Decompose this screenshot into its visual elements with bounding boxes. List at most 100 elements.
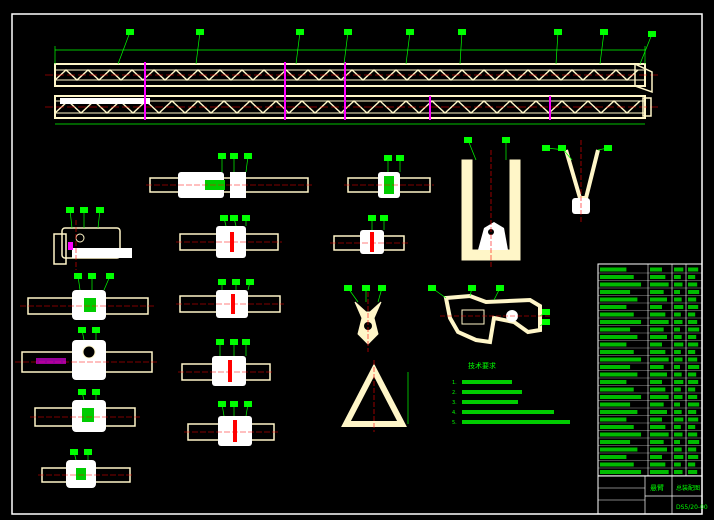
bom-cell xyxy=(674,282,683,287)
truss-part-balloons xyxy=(117,29,656,65)
bom-cell xyxy=(650,282,669,287)
bom-cell xyxy=(674,395,683,399)
bom-cell xyxy=(674,425,681,429)
bom-cell xyxy=(674,320,683,324)
bom-cell xyxy=(688,282,698,287)
drawing-number: DS5/20-00 xyxy=(676,504,708,511)
part-balloon-icon xyxy=(70,449,78,461)
bom-cell xyxy=(688,305,699,309)
bracket-view xyxy=(354,292,382,352)
part-balloon-icon xyxy=(502,137,510,160)
bom-cell xyxy=(600,410,638,414)
bom-cell xyxy=(600,342,627,347)
bom-cell xyxy=(674,387,681,392)
bom-cell xyxy=(650,440,664,444)
bom-cell xyxy=(674,357,683,362)
bom-cell xyxy=(650,342,662,347)
bom-cell xyxy=(650,365,664,369)
bom-cell xyxy=(650,402,664,407)
bom-cell xyxy=(688,387,696,392)
part-balloon-icon xyxy=(195,29,204,65)
bom-cell xyxy=(688,342,699,347)
note-text-line xyxy=(462,380,512,384)
part-balloon-icon xyxy=(218,401,226,417)
bom-cell xyxy=(674,462,681,467)
part-balloon-icon xyxy=(246,279,254,291)
detail-view-d xyxy=(30,400,140,432)
bom-cell xyxy=(600,440,631,444)
part-balloon-icon xyxy=(117,29,134,65)
bom-cell xyxy=(600,267,627,272)
bom-cell xyxy=(600,335,638,339)
triangle-frame-view xyxy=(341,360,409,432)
bill-of-materials xyxy=(597,263,703,477)
bom-cell xyxy=(674,432,683,437)
bom-cell xyxy=(674,327,680,332)
note-text-line xyxy=(462,410,554,414)
detail-view-h xyxy=(176,290,284,318)
bom-cell xyxy=(674,290,680,294)
note-number: 4. xyxy=(452,410,457,416)
bom-cell xyxy=(688,447,697,452)
part-balloon-icon xyxy=(362,285,370,302)
bom-cell xyxy=(600,470,642,474)
part-balloon-icon xyxy=(295,29,304,65)
note-number: 2. xyxy=(452,390,457,396)
part-balloon-icon xyxy=(230,401,238,416)
bom-cell xyxy=(674,470,683,474)
bom-cell xyxy=(688,395,698,399)
bom-cell xyxy=(650,267,662,272)
detail-view-a xyxy=(53,220,132,270)
note-number: 1. xyxy=(452,380,457,386)
detail-part-balloons xyxy=(66,137,612,461)
part-balloon-icon xyxy=(493,285,504,301)
bom-cell xyxy=(650,455,662,459)
bom-cell xyxy=(600,395,642,399)
bom-cell xyxy=(688,365,700,369)
bom-cell xyxy=(650,447,667,452)
bom-cell xyxy=(674,297,682,302)
bom-cell xyxy=(688,410,697,414)
bom-cell xyxy=(674,440,680,444)
bom-cell xyxy=(600,432,642,437)
bom-cell xyxy=(674,350,681,354)
bom-cell xyxy=(674,372,682,377)
part-balloon-icon xyxy=(244,401,252,417)
detail-view-c xyxy=(15,340,158,380)
bom-cell xyxy=(600,380,627,384)
bom-cell xyxy=(688,455,699,459)
bom-cell xyxy=(600,402,631,407)
bom-cell xyxy=(650,470,669,474)
note-number: 5. xyxy=(452,420,457,426)
bom-cell xyxy=(600,387,634,392)
part-balloon-icon xyxy=(428,285,447,299)
part-balloon-icon xyxy=(66,207,74,229)
bom-cell xyxy=(650,387,666,392)
part-balloon-icon xyxy=(218,153,226,172)
bom-cell xyxy=(600,357,642,362)
bom-cell xyxy=(674,402,680,407)
part-balloon-icon xyxy=(599,29,608,65)
part-balloon-icon xyxy=(103,273,114,291)
bom-cell xyxy=(650,297,667,302)
bom-cell xyxy=(650,275,666,279)
bom-cell xyxy=(650,312,666,317)
bom-cell xyxy=(674,267,684,272)
part-balloon-icon xyxy=(597,145,612,151)
part-balloon-icon xyxy=(92,389,100,400)
main-truss-lower xyxy=(45,95,660,119)
bom-cell xyxy=(688,327,700,332)
bom-cell xyxy=(600,447,638,452)
bom-cell xyxy=(674,447,682,452)
bom-cell xyxy=(688,462,696,467)
bom-cell xyxy=(688,380,699,384)
bom-cell xyxy=(650,432,669,437)
part-balloon-icon xyxy=(230,215,238,227)
bom-cell xyxy=(674,410,682,414)
bom-cell xyxy=(674,335,682,339)
truss-dimension-line xyxy=(54,46,646,125)
bom-cell xyxy=(688,425,696,429)
bom-cell xyxy=(688,417,699,422)
part-balloon-icon xyxy=(458,29,466,65)
note-text-line xyxy=(462,390,522,394)
